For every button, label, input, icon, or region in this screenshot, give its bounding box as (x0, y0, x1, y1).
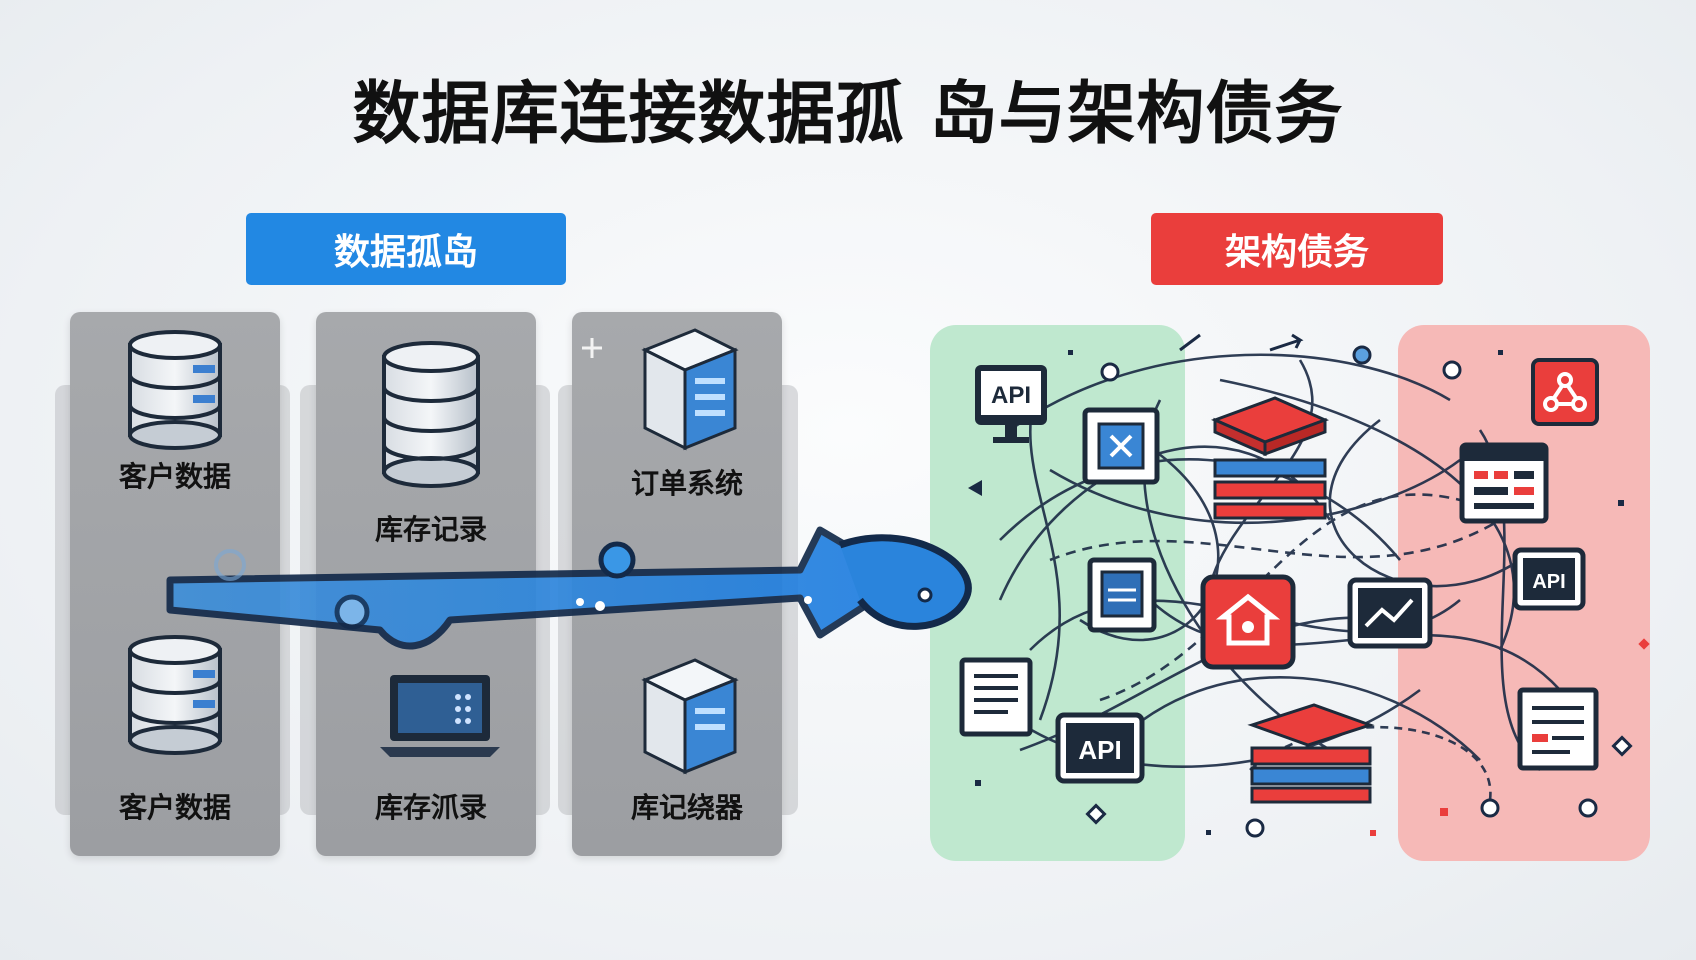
server-icon (641, 658, 739, 775)
document-icon (1517, 687, 1599, 771)
architecture-debt-label: 架构债务 (1151, 213, 1443, 285)
laptop-icon (380, 675, 500, 757)
api-chip-icon: API (1512, 547, 1586, 611)
data-flow-arrow (166, 526, 972, 650)
stacked-server-icon (1210, 396, 1330, 520)
document-icon (959, 657, 1033, 737)
page-title: 数据库连接数据孤 岛与架构债务 (352, 75, 1344, 154)
plus-icon (582, 338, 602, 358)
database-icon (382, 341, 480, 488)
chip-icon (1082, 407, 1160, 485)
db-label-inventory-top: 库存记录 (374, 513, 487, 546)
share-icon (1531, 358, 1599, 426)
api-label: API (1078, 735, 1121, 765)
chart-box-icon (1347, 577, 1433, 649)
db-label-server-bottom: 库记绕器 (630, 791, 743, 824)
db-label-orders: 订单系统 (630, 467, 743, 500)
dashboard-icon (1459, 442, 1549, 524)
chip-icon (1087, 557, 1157, 633)
api-label: API (1532, 571, 1565, 593)
central-node-icon (1200, 574, 1296, 670)
data-silos-label: 数据孤岛 (246, 213, 566, 285)
api-label: API (991, 382, 1031, 409)
node-dots (1085, 345, 1633, 838)
db-label-customer-top: 客户数据 (118, 460, 231, 493)
api-box-icon: API (1055, 712, 1145, 784)
db-label-inventory-bottom: 库存沠录 (374, 791, 487, 824)
server-icon (641, 328, 739, 451)
api-monitor-icon: API (975, 365, 1047, 443)
database-icon (128, 330, 222, 450)
db-label-customer-bottom: 客户数据 (118, 791, 231, 824)
database-icon (128, 635, 222, 755)
stacked-server-icon (1247, 703, 1375, 804)
confetti (968, 333, 1650, 836)
